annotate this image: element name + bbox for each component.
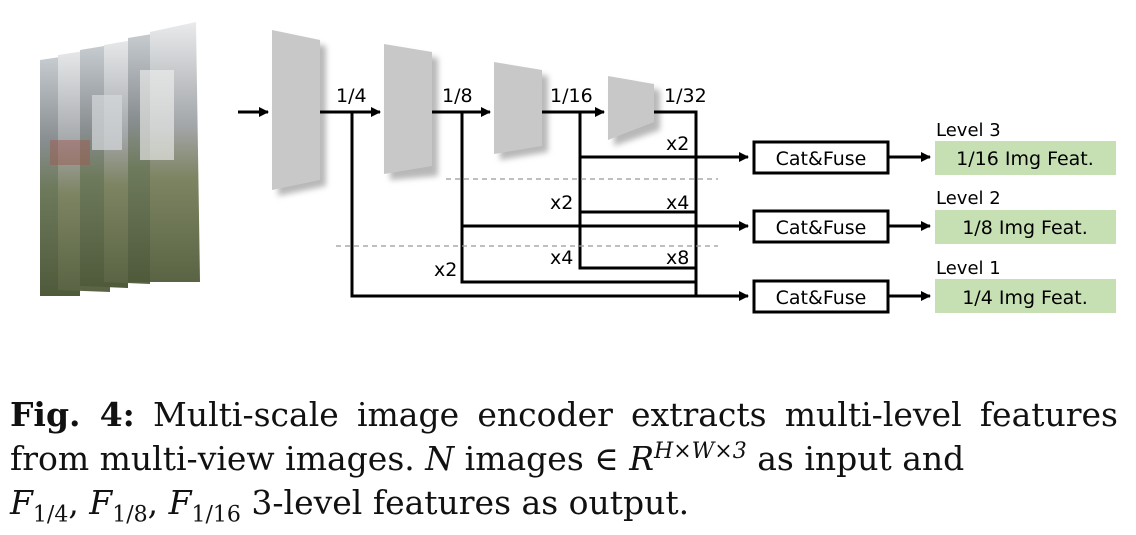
encoder-stages xyxy=(272,30,660,196)
fuse-box-level2: Cat&Fuse xyxy=(752,209,890,244)
skip-connections xyxy=(350,112,749,301)
feature-box-level2: 1/8 Img Feat. xyxy=(935,210,1116,244)
scale-label-1-32: 1/32 xyxy=(664,85,707,107)
feature-label: 1/4 Img Feat. xyxy=(962,287,1088,309)
caption-math-n: N xyxy=(425,439,455,478)
view-image-detail xyxy=(92,95,122,150)
caption-text: images xyxy=(464,439,584,478)
caption-math-sub: 1/16 xyxy=(191,502,241,528)
fuse-box-level1: Cat&Fuse xyxy=(752,279,890,314)
caption-math-r-sup: H×W×3 xyxy=(654,439,747,464)
scale-label-1-4: 1/4 xyxy=(336,85,367,107)
caption-text: as input and xyxy=(757,439,965,478)
encoder-diagram: 1/4 1/8 1/16 1/32 x2 x2 x4 x2 x4 x8 Cat&… xyxy=(40,22,1116,314)
level-label-1: Level 1 xyxy=(936,258,1001,279)
caption-math-sub: 1/4 xyxy=(32,502,69,528)
level-label-3: Level 3 xyxy=(936,120,1001,141)
upsample-label: x2 xyxy=(550,192,573,214)
fuse-box-level3: Cat&Fuse xyxy=(752,140,890,175)
branch-1-4 xyxy=(350,112,696,298)
feature-label: 1/8 Img Feat. xyxy=(962,217,1088,239)
upsample-label: x4 xyxy=(666,192,689,214)
input-image-stack xyxy=(40,22,200,296)
caption-math-f: F xyxy=(89,483,113,522)
encoder-flow xyxy=(320,107,698,296)
caption-text: Multi-scale image encoder extracts multi… xyxy=(10,395,1118,478)
scale-label-1-8: 1/8 xyxy=(442,85,473,107)
caption-math-in: ∈ xyxy=(594,439,619,478)
upsample-label: x8 xyxy=(666,247,689,269)
upsample-label: x4 xyxy=(550,247,573,269)
upsample-label: x2 xyxy=(666,133,689,155)
caption-math-f: F xyxy=(10,483,33,522)
figure-number: Fig. 4: xyxy=(10,395,135,434)
upsample-label: x2 xyxy=(434,259,457,281)
caption-math-r: R xyxy=(629,439,655,478)
fuse-box-label: Cat&Fuse xyxy=(776,148,867,170)
encoder-block-3 xyxy=(494,62,542,154)
feature-label: 1/16 Img Feat. xyxy=(956,148,1094,170)
feature-box-level3: 1/16 Img Feat. xyxy=(935,141,1116,175)
encoder-block-1 xyxy=(272,30,320,190)
encoder-block-4 xyxy=(608,76,654,140)
caption-math-f: F xyxy=(168,483,192,522)
branch-1-8 xyxy=(460,112,696,284)
caption-text: 3-level features as output. xyxy=(251,483,690,522)
fuse-box-label: Cat&Fuse xyxy=(776,287,867,309)
level-label-2: Level 2 xyxy=(936,188,1001,209)
view-image-detail xyxy=(140,70,174,160)
fuse-box-label: Cat&Fuse xyxy=(776,217,867,239)
view-image-detail xyxy=(50,140,90,165)
scale-label-1-16: 1/16 xyxy=(550,85,593,107)
figure-caption: Fig. 4: Multi-scale image encoder extrac… xyxy=(10,395,1118,528)
encoder-block-2 xyxy=(384,44,432,174)
branch-1-16 xyxy=(578,112,696,270)
caption-math-sub: 1/8 xyxy=(112,502,148,528)
flow-line-1-32 xyxy=(654,110,698,296)
feature-box-level1: 1/4 Img Feat. xyxy=(935,279,1116,313)
